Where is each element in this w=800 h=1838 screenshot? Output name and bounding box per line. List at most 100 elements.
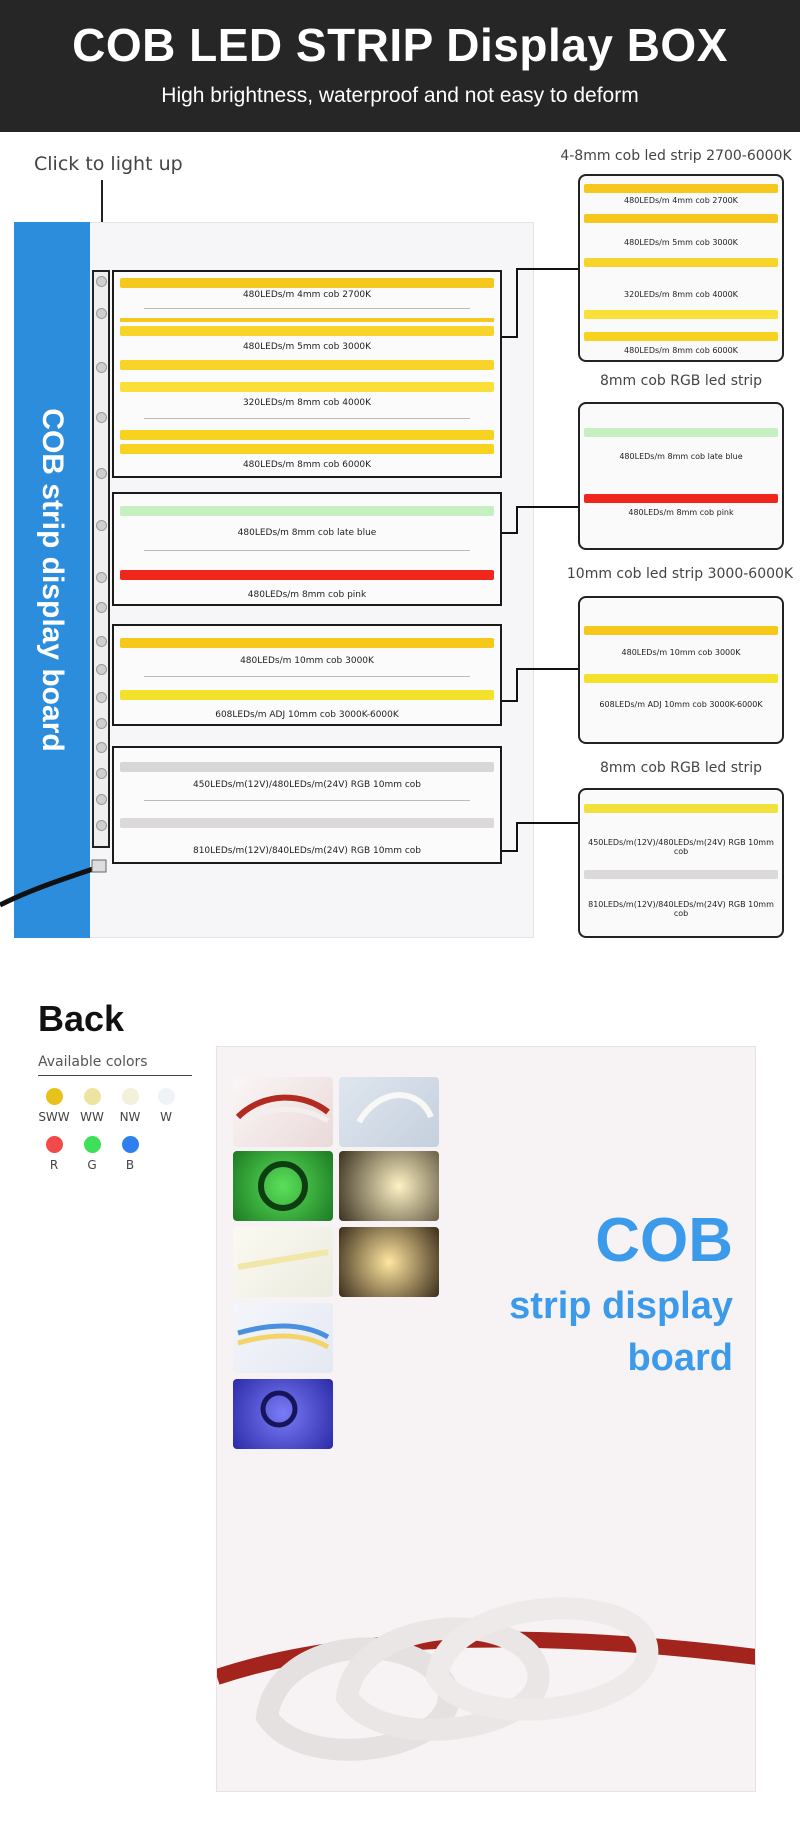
strip-bar bbox=[584, 310, 778, 319]
light-button[interactable] bbox=[96, 520, 107, 531]
strip-label: 480LEDs/m 4mm cob 2700K bbox=[242, 290, 372, 300]
dimension-line bbox=[144, 308, 470, 309]
card-title: 8mm cob RGB led strip bbox=[599, 373, 763, 389]
color-swatch-label: W bbox=[160, 1110, 172, 1124]
color-swatch bbox=[84, 1136, 101, 1153]
light-button[interactable] bbox=[96, 718, 107, 729]
light-button[interactable] bbox=[96, 664, 107, 675]
strip-label: 480LEDs/m 8mm cob late blue bbox=[619, 452, 743, 461]
light-button[interactable] bbox=[96, 276, 107, 287]
available-colors-title: Available colors bbox=[38, 1054, 148, 1070]
color-swatch-label: G bbox=[87, 1158, 97, 1172]
connector-line bbox=[516, 822, 518, 852]
light-button[interactable] bbox=[96, 742, 107, 753]
dimension-line bbox=[144, 676, 470, 677]
detail-card-4: 450LEDs/m(12V)/480LEDs/m(24V) RGB 10mm c… bbox=[578, 788, 784, 938]
product-photo-tile bbox=[233, 1303, 333, 1373]
dimension-line bbox=[144, 550, 470, 551]
connector-line bbox=[516, 506, 518, 534]
strip-group-3: 480LEDs/m 10mm cob 3000K 608LEDs/m ADJ 1… bbox=[112, 624, 502, 726]
light-button-rail bbox=[92, 270, 110, 848]
strip-label: 480LEDs/m 10mm cob 3000K bbox=[240, 656, 374, 666]
strip-bar[interactable] bbox=[120, 326, 494, 336]
strip-bar[interactable] bbox=[120, 382, 494, 392]
strip-bar bbox=[584, 674, 778, 683]
coiled-strip-image bbox=[217, 1597, 755, 1761]
connector-line bbox=[502, 700, 518, 702]
product-photo-tile bbox=[233, 1151, 333, 1221]
page-title: COB LED STRIP Display BOX bbox=[72, 19, 728, 71]
product-photo-tile bbox=[233, 1227, 333, 1297]
light-button[interactable] bbox=[96, 636, 107, 647]
color-swatch bbox=[46, 1136, 63, 1153]
strip-label: 480LEDs/m 8mm cob pink bbox=[247, 590, 367, 600]
header-banner: COB LED STRIP Display BOX High brightnes… bbox=[0, 0, 800, 132]
card-title: 8mm cob RGB led strip bbox=[599, 760, 763, 776]
strip-bar[interactable] bbox=[120, 690, 494, 700]
poster-subtitle-line2: board bbox=[627, 1337, 733, 1379]
strip-bar[interactable] bbox=[120, 818, 494, 828]
color-swatch-label: WW bbox=[80, 1110, 104, 1124]
strip-bar bbox=[584, 870, 778, 879]
page-subtitle: High brightness, waterproof and not easy… bbox=[161, 84, 639, 107]
color-swatch bbox=[122, 1088, 139, 1105]
strip-label: 480LEDs/m 10mm cob 3000K bbox=[621, 648, 741, 657]
strip-bar[interactable] bbox=[120, 444, 494, 454]
product-photo-tile bbox=[339, 1151, 439, 1221]
strip-group-2: 480LEDs/m 8mm cob late blue 480LEDs/m 8m… bbox=[112, 492, 502, 606]
color-swatch-label: NW bbox=[119, 1110, 141, 1124]
light-button[interactable] bbox=[96, 412, 107, 423]
back-poster: COB strip display board bbox=[216, 1046, 756, 1792]
light-button[interactable] bbox=[96, 692, 107, 703]
light-button[interactable] bbox=[96, 820, 107, 831]
strip-bar bbox=[584, 428, 778, 437]
card-title: 4-8mm cob led strip 2700-6000K bbox=[560, 148, 792, 164]
strip-label: 608LEDs/m ADJ 10mm cob 3000K-6000K bbox=[599, 700, 763, 709]
color-swatch bbox=[122, 1136, 139, 1153]
poster-subtitle-line1: strip display bbox=[509, 1285, 733, 1327]
strip-label: 320LEDs/m 8mm cob 4000K bbox=[242, 398, 372, 408]
strip-label: 320LEDs/m 8mm cob 4000K bbox=[624, 290, 738, 299]
detail-card-3: 480LEDs/m 10mm cob 3000K 608LEDs/m ADJ 1… bbox=[578, 596, 784, 744]
color-swatch bbox=[158, 1088, 175, 1105]
light-button[interactable] bbox=[96, 794, 107, 805]
color-swatch-label: B bbox=[125, 1158, 135, 1172]
strip-bar[interactable] bbox=[120, 430, 494, 440]
strip-bar bbox=[584, 258, 778, 267]
strip-label: 480LEDs/m 4mm cob 2700K bbox=[624, 196, 738, 205]
strip-bar[interactable] bbox=[120, 762, 494, 772]
strip-bar[interactable] bbox=[120, 638, 494, 648]
color-swatch bbox=[46, 1088, 63, 1105]
strip-bar bbox=[584, 804, 778, 813]
connector-line bbox=[516, 668, 518, 702]
color-swatch bbox=[84, 1088, 101, 1105]
light-button[interactable] bbox=[96, 308, 107, 319]
strip-label: 480LEDs/m 8mm cob late blue bbox=[237, 528, 377, 538]
light-button[interactable] bbox=[96, 362, 107, 373]
strip-label: 810LEDs/m(12V)/840LEDs/m(24V) RGB 10mm c… bbox=[588, 900, 774, 918]
strip-label: 480LEDs/m 8mm cob 6000K bbox=[624, 346, 738, 355]
strip-bar[interactable] bbox=[120, 278, 494, 288]
strip-bar[interactable] bbox=[120, 360, 494, 370]
strip-label: 450LEDs/m(12V)/480LEDs/m(24V) RGB 10mm c… bbox=[588, 838, 774, 856]
board-side-text: COB strip display board bbox=[36, 408, 69, 752]
connector-line bbox=[502, 850, 518, 852]
light-button[interactable] bbox=[96, 602, 107, 613]
strip-group-1: 480LEDs/m 4mm cob 2700K 480LEDs/m 5mm co… bbox=[112, 270, 502, 478]
light-button[interactable] bbox=[96, 768, 107, 779]
product-photo-tile bbox=[233, 1379, 333, 1449]
product-photo-tile bbox=[339, 1227, 439, 1297]
strip-bar[interactable] bbox=[120, 506, 494, 516]
strip-label: 480LEDs/m 5mm cob 3000K bbox=[624, 238, 738, 247]
strip-bar[interactable] bbox=[120, 570, 494, 580]
light-button[interactable] bbox=[96, 572, 107, 583]
strip-bar bbox=[584, 332, 778, 341]
strip-bar[interactable] bbox=[120, 318, 494, 322]
product-photo-tile bbox=[339, 1077, 439, 1147]
connector-line bbox=[516, 506, 578, 508]
strip-label: 450LEDs/m(12V)/480LEDs/m(24V) RGB 10mm c… bbox=[192, 780, 422, 790]
light-button[interactable] bbox=[96, 468, 107, 479]
strip-label: 480LEDs/m 5mm cob 3000K bbox=[242, 342, 372, 352]
color-swatch-label: R bbox=[49, 1158, 59, 1172]
power-cable-icon bbox=[0, 859, 107, 908]
